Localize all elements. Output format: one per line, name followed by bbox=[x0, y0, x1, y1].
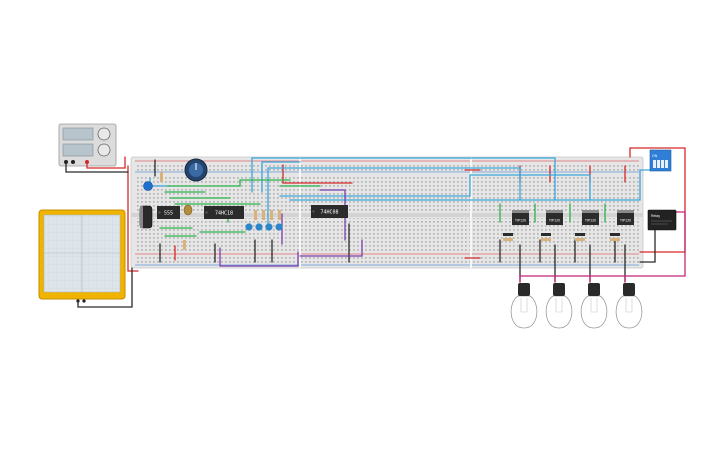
relay-label: Relay bbox=[651, 214, 660, 218]
transistor-4[interactable]: TIP120 bbox=[617, 210, 634, 225]
relay[interactable]: Relay bbox=[647, 209, 677, 231]
logic-chip-label: 74HC08 bbox=[320, 210, 338, 216]
leds[interactable] bbox=[245, 223, 283, 231]
light-bulb-1[interactable] bbox=[510, 283, 538, 329]
counter-chip[interactable]: 74HC18 bbox=[204, 206, 244, 219]
timer-chip[interactable]: 555 bbox=[157, 206, 180, 219]
diodes[interactable] bbox=[503, 233, 620, 236]
transistor-4-label: TIP120 bbox=[620, 219, 631, 223]
transistor-2[interactable]: TIP120 bbox=[546, 210, 563, 225]
light-bulbs bbox=[510, 283, 643, 329]
logic-chip[interactable]: 74HC08 bbox=[311, 205, 348, 218]
power-supply[interactable] bbox=[58, 123, 117, 167]
potentiometer[interactable] bbox=[184, 158, 208, 182]
light-bulb-4[interactable] bbox=[615, 283, 643, 329]
light-bulb-2[interactable] bbox=[545, 283, 573, 329]
capacitor-tan[interactable] bbox=[183, 204, 193, 216]
breadboard[interactable] bbox=[130, 156, 644, 269]
transistor-3-label: TIP120 bbox=[585, 219, 596, 223]
light-bulb-3[interactable] bbox=[580, 283, 608, 329]
dip-switch[interactable]: ON bbox=[649, 149, 672, 172]
resistors[interactable] bbox=[160, 172, 620, 250]
transistor-1-label: TIP120 bbox=[515, 219, 526, 223]
dip-switch-label: ON bbox=[652, 154, 658, 158]
transistor-3[interactable]: TIP120 bbox=[582, 210, 599, 225]
oscilloscope[interactable] bbox=[38, 209, 126, 303]
counter-chip-label: 74HC18 bbox=[215, 211, 233, 217]
transistor-1[interactable]: TIP120 bbox=[512, 210, 529, 225]
capacitor-blue[interactable] bbox=[143, 181, 153, 191]
transistor-2-label: TIP120 bbox=[549, 219, 560, 223]
electrolytic-capacitor[interactable] bbox=[139, 205, 153, 229]
timer-chip-label: 555 bbox=[164, 211, 173, 217]
